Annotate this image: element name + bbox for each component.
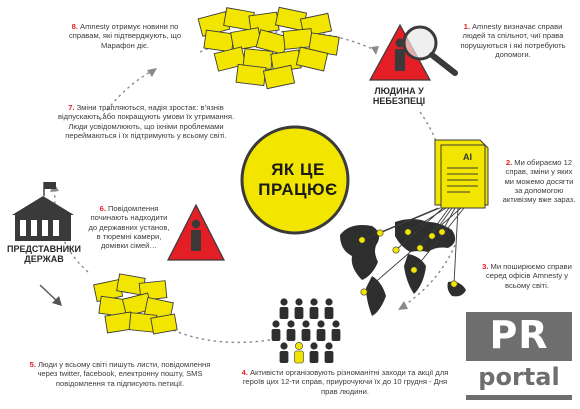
arrow-head-3	[398, 301, 408, 310]
envelope-cluster-bottom	[93, 273, 178, 335]
state-label-line2: ДЕРЖАВ	[24, 254, 64, 265]
center-title: ЯК ЦЕ ПРАЦЮЄ	[248, 160, 348, 199]
step-8-body: Amnesty отримує новини по справам, які п…	[68, 22, 182, 50]
step-3-body: Ми поширюємо справи серед офісів Amnesty…	[485, 262, 572, 290]
step-6-number: 6.	[99, 204, 106, 213]
step-5-number: 5.	[29, 360, 36, 369]
step-8-text: 8.Amnesty отримує новини по справам, які…	[60, 22, 190, 50]
step-2-body: Ми обираємо 12 справ, зміни у яких ми мо…	[502, 158, 576, 204]
step-1-body: Amnesty визначає справи людей та спільно…	[460, 22, 566, 59]
arrow-head-1	[371, 46, 379, 55]
dispatch-lines	[361, 207, 465, 293]
world-map-icon	[340, 219, 466, 316]
document-icon	[434, 139, 489, 209]
step-8-number: 8.	[71, 22, 79, 31]
danger-label: ЛЮДИНА У НЕБЕЗПЕЦІ	[372, 86, 426, 107]
government-building-icon	[12, 182, 74, 241]
state-label: ПРЕДСТАВНИКИ ДЕРЖАВ	[4, 244, 84, 265]
envelope-cluster-top	[197, 6, 340, 90]
center-title-line2: ПРАЦЮЄ	[258, 179, 338, 199]
step-7-body: Зміни трапляються, надія зростає: в’язні…	[57, 103, 235, 140]
step-1-number: 1.	[463, 22, 470, 31]
state-label-line1: ПРЕДСТАВНИКИ	[6, 244, 82, 254]
arrow-house-to-letters	[39, 284, 59, 303]
pr-logo-top: PR	[489, 313, 549, 357]
pr-logo-bottom: portal	[466, 358, 572, 395]
step-1-text: 1.Amnesty визначає справи людей та спіль…	[452, 22, 574, 59]
step-3-text: 3.Ми поширюємо справи серед офісів Amnes…	[478, 262, 576, 290]
document-ai-label: AI	[463, 152, 472, 162]
step-6-body: Повідомлення починають надходити до держ…	[88, 204, 170, 250]
center-title-line1: ЯК ЦЕ	[271, 160, 325, 179]
step-4-number: 4.	[241, 368, 248, 377]
step-5-text: 5.Люди у всьому світі пишуть листи, пові…	[24, 360, 216, 388]
step-5-body: Люди у всьому світі пишуть листи, повідо…	[37, 360, 211, 388]
step-6-text: 6.Повідомлення починають надходити до де…	[86, 204, 172, 250]
step-4-body: Активісти організовують різноманітні зах…	[242, 368, 449, 396]
pr-portal-logo: PR portal	[466, 312, 572, 400]
map-markers	[358, 228, 458, 296]
crowd-icon	[271, 298, 341, 364]
pr-logo-bottom-text: portal	[478, 363, 560, 391]
step-7-number: 7.	[68, 103, 75, 112]
step-2-text: 2.Ми обираємо 12 справ, зміни у яких ми …	[500, 158, 578, 204]
step-7-text: 7.Зміни трапляються, надія зростає: в’яз…	[56, 103, 236, 140]
step-2-number: 2.	[505, 158, 513, 167]
step-4-text: 4.Активісти організовують різноманітні з…	[240, 368, 450, 396]
center-circle	[240, 125, 350, 235]
arrow-head-6	[147, 68, 157, 77]
step-3-number: 3.	[482, 262, 489, 271]
magnifier-icon	[402, 25, 458, 76]
arrow-head-house	[52, 296, 62, 306]
warning-triangle-icon	[167, 203, 225, 261]
